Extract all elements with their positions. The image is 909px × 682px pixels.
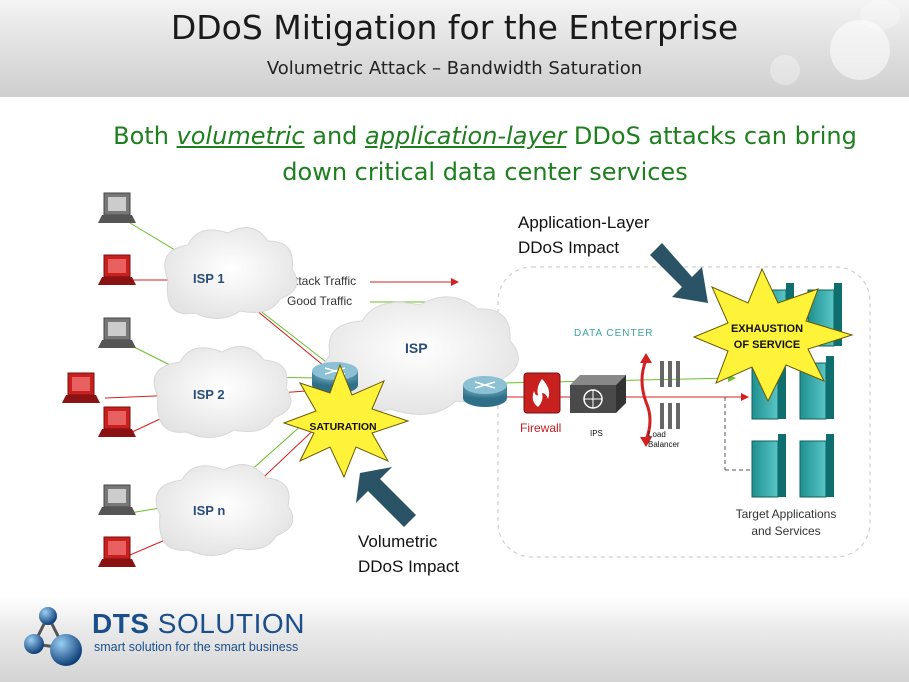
traffic-legend: Attack Traffic Good Traffic <box>287 274 459 308</box>
ips-label: IPS <box>590 429 603 438</box>
header-banner <box>0 0 909 97</box>
lead-emphasis-volumetric: volumetric <box>176 122 305 150</box>
ips-icon: IPS <box>570 375 626 438</box>
legend-attack-label: Attack Traffic <box>287 274 356 288</box>
saturation-burst: SATURATION <box>282 363 410 479</box>
application-impact-line2: DDoS Impact <box>518 238 619 257</box>
lead-part2: and <box>304 122 366 150</box>
firewall-label: Firewall <box>520 421 561 435</box>
brand-name-bold: DTS <box>92 608 150 639</box>
isp-core-label: ISP <box>405 340 428 356</box>
data-center-label: DATA CENTER <box>574 328 654 339</box>
firewall-icon: Firewall <box>520 372 561 435</box>
lead-statement: Both volumetric and application-layer DD… <box>60 118 909 190</box>
pc-attacker-icon <box>98 406 136 437</box>
client-pcs <box>62 192 136 567</box>
server-icon <box>751 434 786 498</box>
volumetric-arrow-icon <box>356 467 416 527</box>
cloud-ispn: ISP n <box>155 464 294 556</box>
exhaustion-burst: EXHAUSTION OF SERVICE <box>692 267 854 403</box>
page-subtitle: Volumetric Attack – Bandwidth Saturation <box>266 58 643 79</box>
volumetric-impact-line2: DDoS Impact <box>358 557 459 576</box>
edge-router-icon <box>463 376 507 407</box>
volumetric-impact-line1: Volumetric <box>358 532 438 551</box>
lead-part3: DDoS attacks can bring <box>566 122 857 150</box>
brand-tagline: smart solution for the smart business <box>94 640 299 654</box>
targets-label-2: and Services <box>751 524 820 538</box>
targets-label-1: Target Applications <box>736 507 837 521</box>
pc-attacker-icon <box>98 536 136 567</box>
ispn-label: ISP n <box>193 503 225 518</box>
load-balancer-label-2: Balancer <box>648 440 680 449</box>
pc-attacker-icon <box>98 254 136 285</box>
application-impact-line1: Application-Layer <box>518 213 650 232</box>
ddos-diagram: Attack Traffic Good Traffic ISP 1 ISP 2 … <box>62 192 871 576</box>
saturation-label: SATURATION <box>309 421 376 433</box>
lead-emphasis-application: application-layer <box>365 122 567 150</box>
pc-icon <box>98 192 136 223</box>
load-balancer-icon: Load Balancer <box>640 353 680 449</box>
lead-part1: Both <box>113 122 177 150</box>
pc-attacker-icon <box>62 372 100 403</box>
exhaustion-label-2: OF SERVICE <box>734 339 800 351</box>
pc-icon <box>98 484 136 515</box>
isp2-label: ISP 2 <box>193 387 225 402</box>
cloud-isp2: ISP 2 <box>153 346 292 438</box>
load-balancer-label-1: Load <box>648 430 666 439</box>
lead-line2: down critical data center services <box>282 158 688 186</box>
server-icon <box>799 434 834 498</box>
footer-banner <box>0 597 909 682</box>
page-title: DDoS Mitigation for the Enterprise <box>170 8 739 47</box>
exhaustion-label-1: EXHAUSTION <box>731 323 803 335</box>
dts-logo-icon <box>24 607 82 666</box>
isp1-label: ISP 1 <box>193 271 225 286</box>
pc-icon <box>98 317 136 348</box>
data-center-boundary <box>497 266 871 558</box>
brand-name: DTS SOLUTION <box>92 608 305 640</box>
application-layer-arrow-icon <box>650 243 708 303</box>
legend-good-label: Good Traffic <box>287 294 352 308</box>
brand-name-rest: SOLUTION <box>149 608 305 639</box>
cloud-isp1: ISP 1 <box>164 227 298 319</box>
